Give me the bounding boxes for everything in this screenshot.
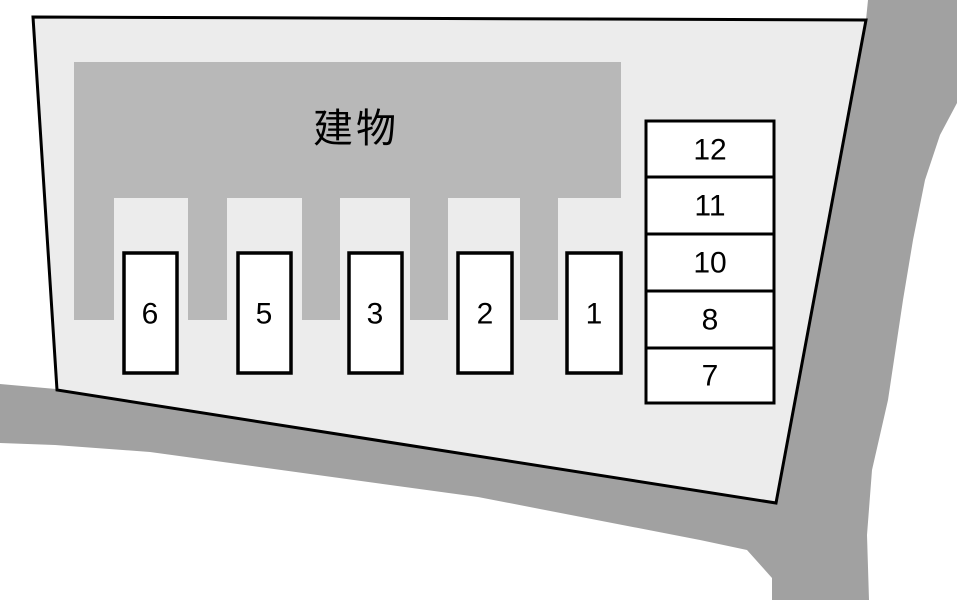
stall-2-label: 2 bbox=[477, 298, 494, 331]
building bbox=[74, 62, 621, 320]
stack-row-7-box bbox=[644, 346, 776, 405]
stack-row-8-box bbox=[644, 289, 776, 350]
stall-5-box bbox=[236, 251, 293, 375]
stall-3-box bbox=[347, 251, 404, 375]
stack-row-7: 7 bbox=[644, 346, 776, 405]
stall-1-box bbox=[565, 251, 623, 375]
stack-row-11-box bbox=[644, 175, 776, 236]
stack-row-7-label: 7 bbox=[702, 360, 719, 393]
stack: 12 11 10 8 7 bbox=[644, 119, 776, 405]
stall-5-label: 5 bbox=[256, 298, 273, 331]
stack-row-11-label: 11 bbox=[694, 190, 725, 223]
stall-2: 2 bbox=[456, 251, 514, 375]
stack-row-12-label: 12 bbox=[693, 134, 726, 167]
stall-3: 3 bbox=[347, 251, 404, 375]
stall-1: 1 bbox=[565, 251, 623, 375]
stack-row-10-box bbox=[644, 232, 776, 293]
stall-3-label: 3 bbox=[367, 298, 384, 331]
building-label: 建物 bbox=[313, 107, 399, 151]
stall-6: 6 bbox=[122, 251, 179, 375]
stack-row-8: 8 bbox=[644, 289, 776, 350]
stack-row-10-label: 10 bbox=[693, 247, 726, 280]
stall-6-label: 6 bbox=[142, 298, 159, 331]
stack-row-10: 10 bbox=[644, 232, 776, 293]
stack-row-12: 12 bbox=[644, 119, 776, 179]
stall-1-label: 1 bbox=[586, 298, 603, 331]
stack-row-12-box bbox=[644, 119, 776, 179]
stall-5: 5 bbox=[236, 251, 293, 375]
stall-2-box bbox=[456, 251, 514, 375]
stack-row-8-label: 8 bbox=[702, 304, 719, 337]
stack-row-11: 11 bbox=[644, 175, 776, 236]
stall-6-box bbox=[122, 251, 179, 375]
